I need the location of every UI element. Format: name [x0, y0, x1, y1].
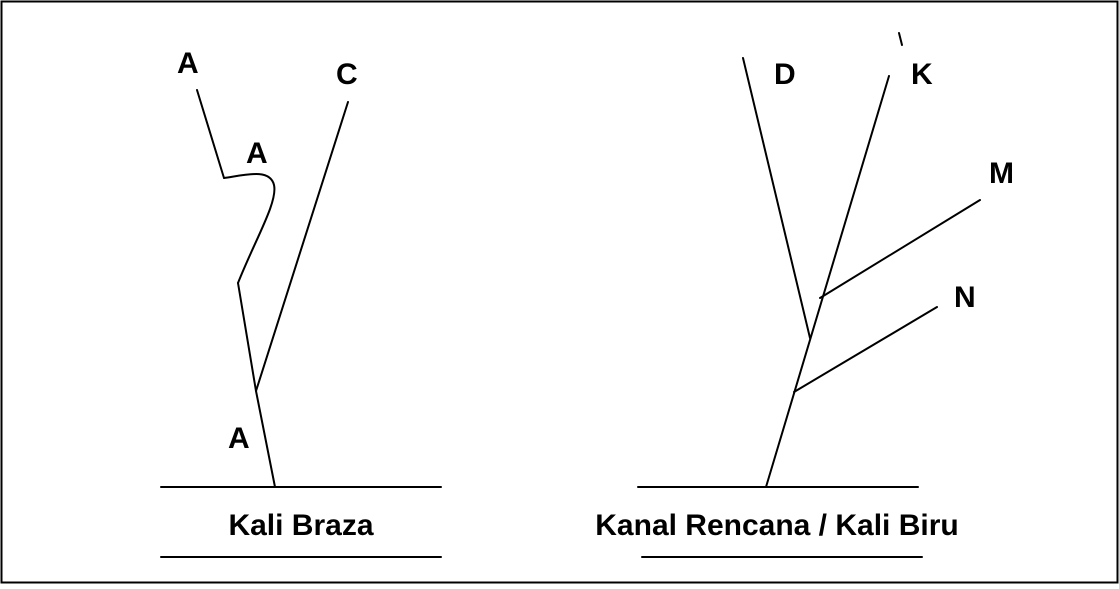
branch-n-line — [793, 306, 938, 393]
label-a-middle: A — [246, 137, 268, 170]
right-river-name: Kanal Rencana / Kali Biru — [595, 509, 958, 542]
left-river-name: Kali Braza — [228, 509, 373, 542]
branch-c-line — [255, 101, 349, 392]
label-k: K — [911, 58, 933, 91]
branch-a-upper-line — [196, 89, 225, 179]
label-d: D — [774, 58, 796, 91]
label-n: N — [954, 281, 976, 314]
branch-k-tick-mark — [898, 32, 903, 46]
branch-a-lower-trunk-line — [237, 282, 276, 488]
branch-a-meander-curve — [223, 173, 276, 284]
label-m: M — [989, 157, 1014, 190]
branch-m-line — [819, 199, 981, 299]
left-diagram: A A A C Kali Braza — [160, 47, 442, 558]
label-a-top: A — [177, 47, 199, 80]
label-c: C — [336, 58, 358, 91]
branch-d-line — [742, 57, 811, 339]
branch-k-main-trunk-line — [765, 75, 890, 488]
label-a-bottom: A — [228, 422, 250, 455]
right-diagram: D K M N Kanal Rencana / Kali Biru — [595, 32, 1014, 558]
